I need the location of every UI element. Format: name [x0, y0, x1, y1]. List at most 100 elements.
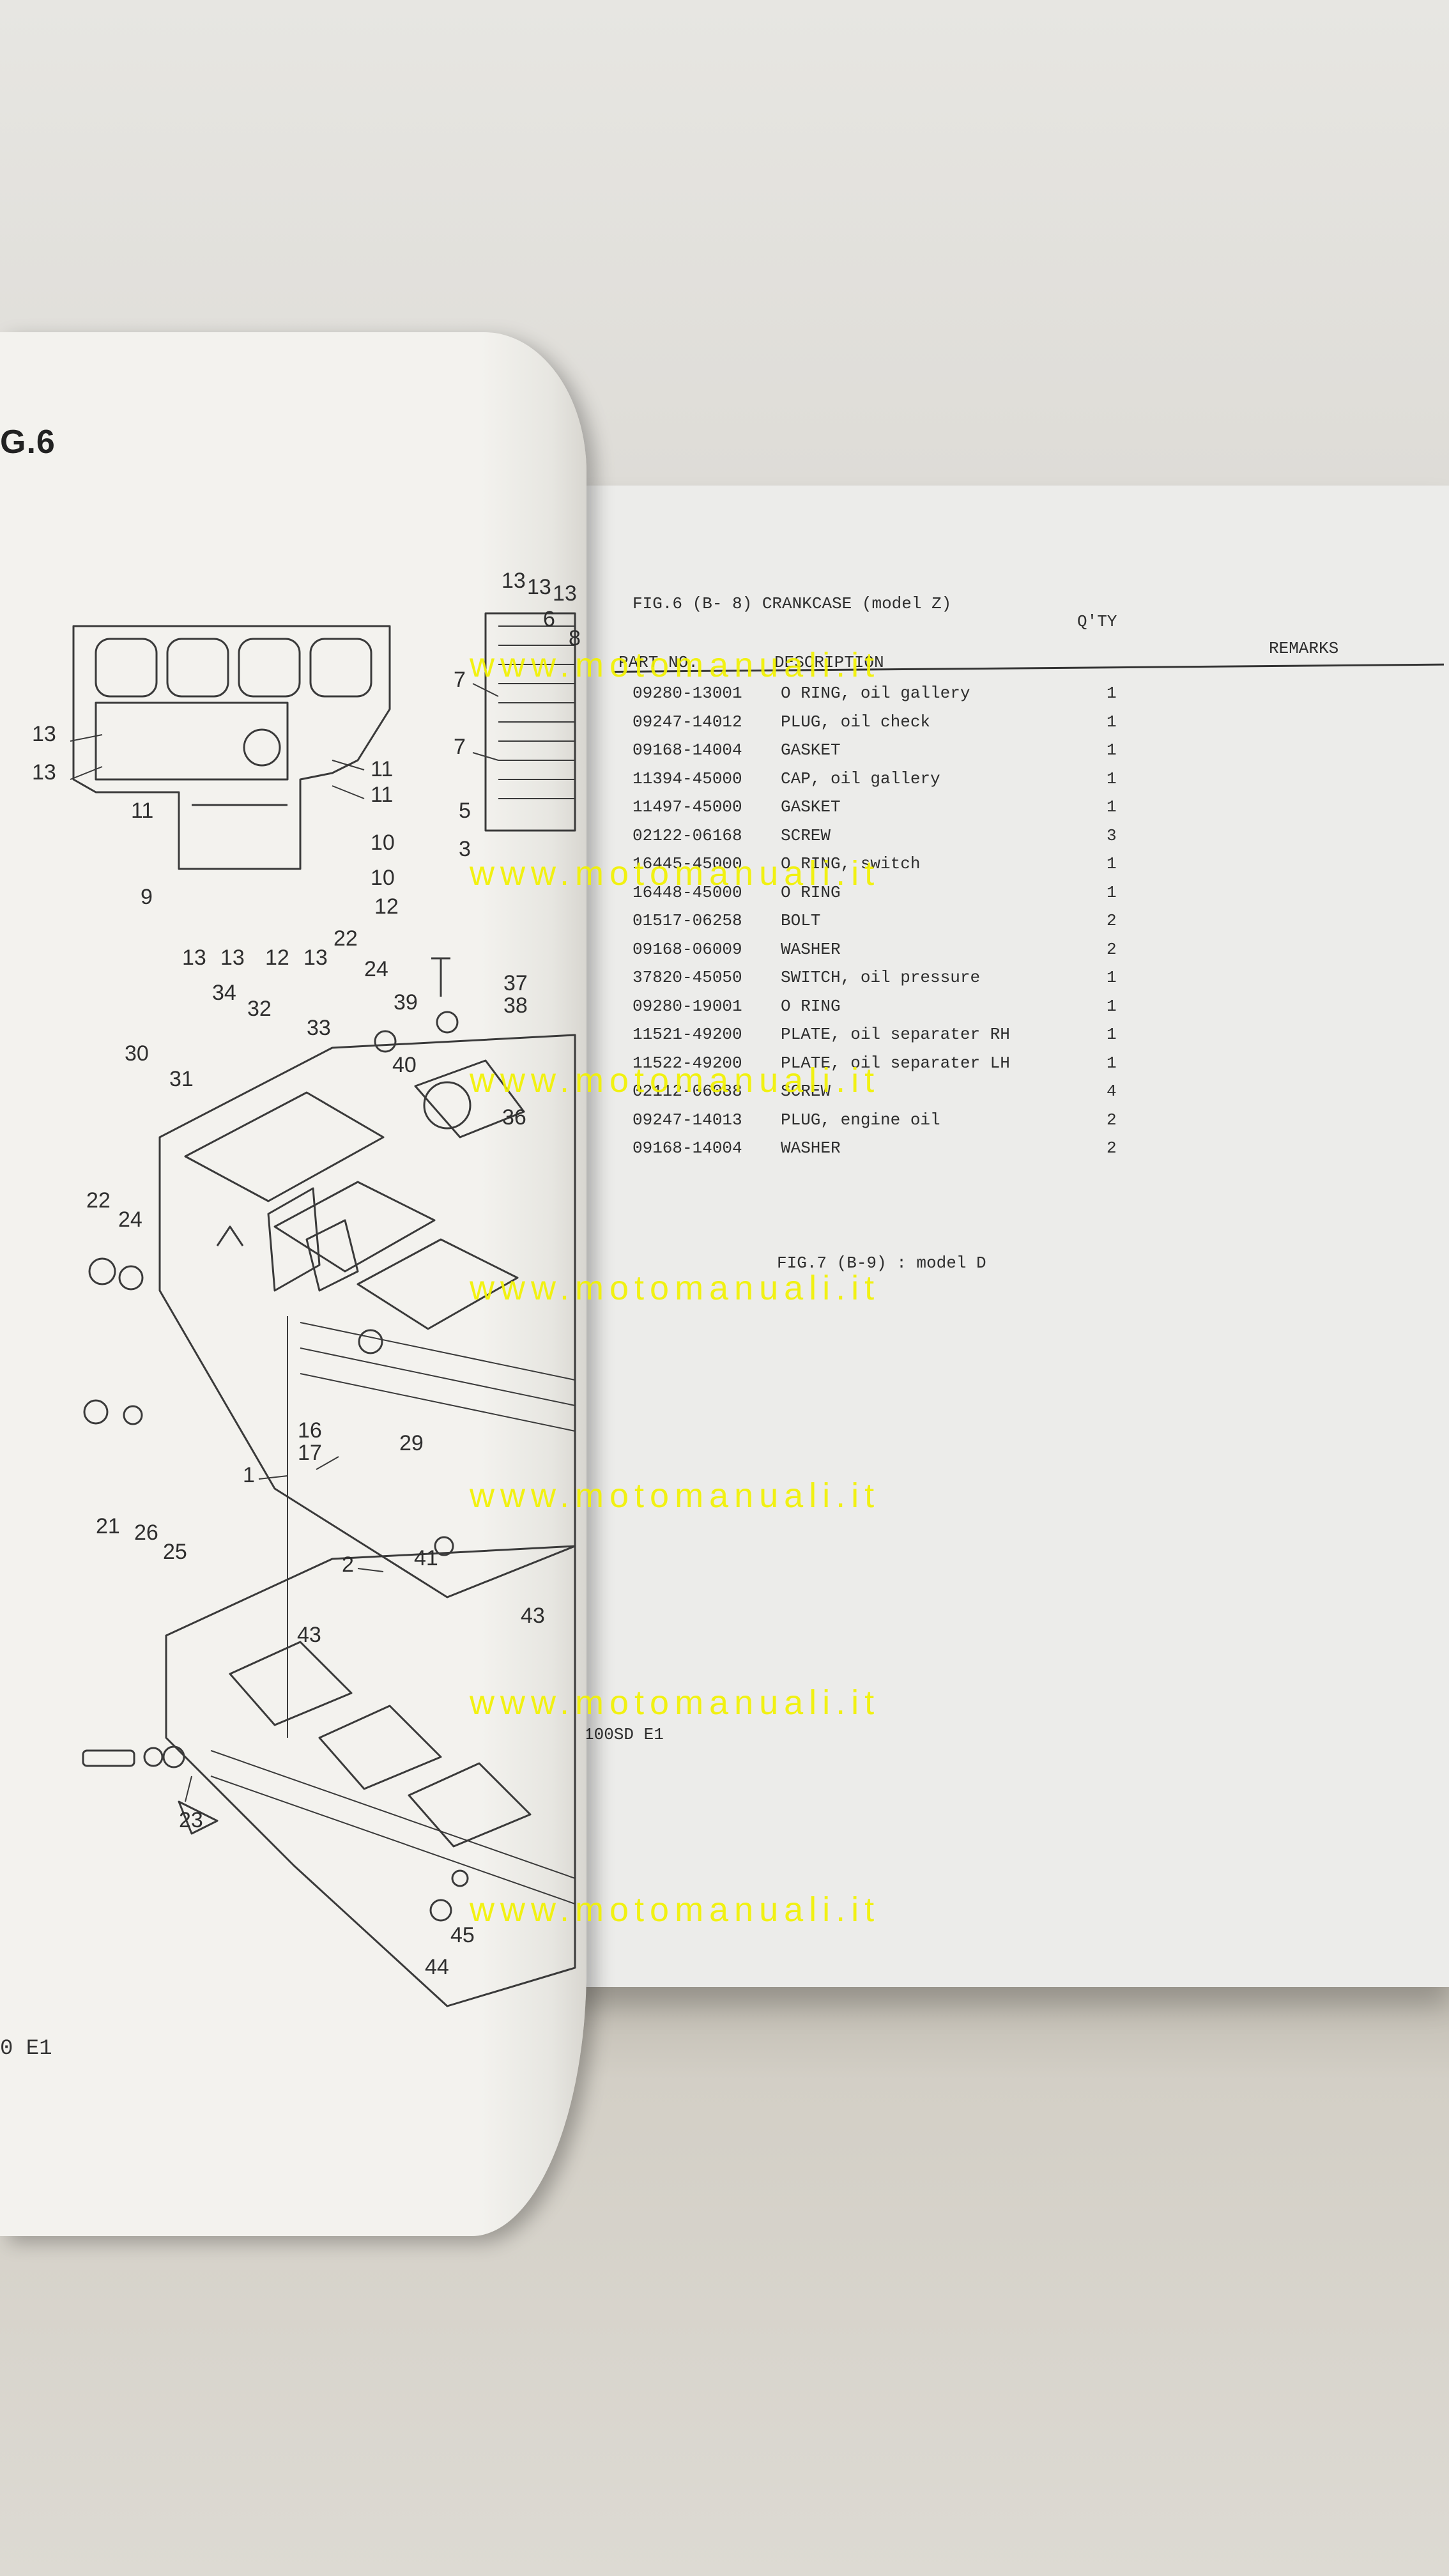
- part-number: 37820-45050: [632, 968, 742, 987]
- svg-text:29: 29: [399, 1431, 424, 1455]
- remarks-column-header: REMARKS: [1269, 639, 1339, 658]
- part-qty: 1: [1107, 684, 1117, 703]
- svg-text:40: 40: [392, 1053, 417, 1077]
- right-page: [575, 486, 1449, 1987]
- svg-text:22: 22: [334, 926, 358, 951]
- svg-text:26: 26: [134, 1521, 158, 1545]
- watermark-text: www.motomanuali.it: [470, 646, 880, 684]
- part-number: 16445-45000: [632, 854, 742, 873]
- part-qty: 1: [1107, 740, 1117, 760]
- svg-text:11: 11: [371, 783, 393, 807]
- svg-text:12: 12: [374, 894, 399, 919]
- part-qty: 1: [1107, 854, 1117, 873]
- svg-text:7: 7: [454, 668, 466, 692]
- svg-text:30: 30: [125, 1041, 149, 1066]
- model-label: 0 E1: [0, 2037, 52, 2061]
- svg-text:16: 16: [298, 1418, 322, 1443]
- table-row: 09168-14004 WASHER 2: [632, 1138, 1449, 1167]
- svg-text:24: 24: [118, 1208, 142, 1232]
- part-number: 11394-45000: [632, 769, 742, 788]
- part-qty: 1: [1107, 712, 1117, 732]
- part-qty: 1: [1107, 769, 1117, 788]
- part-qty: 2: [1107, 1110, 1117, 1130]
- part-description: BOLT: [781, 911, 821, 930]
- part-description: SCREW: [781, 1082, 831, 1101]
- part-number: 09168-14004: [632, 1138, 742, 1158]
- table-row: 02122-06168 SCREW 3: [632, 826, 1449, 855]
- svg-text:23: 23: [179, 1808, 203, 1832]
- part-description: O RING, switch: [781, 854, 921, 873]
- svg-text:6: 6: [543, 607, 555, 631]
- svg-text:36: 36: [502, 1105, 526, 1130]
- svg-text:13: 13: [502, 569, 526, 593]
- part-qty: 2: [1107, 911, 1117, 930]
- part-qty: 4: [1107, 1082, 1117, 1101]
- svg-text:13: 13: [527, 575, 551, 599]
- svg-text:8: 8: [569, 626, 581, 650]
- part-qty: 2: [1107, 939, 1117, 959]
- table-row: 09168-06009 WASHER 2: [632, 940, 1449, 969]
- svg-text:25: 25: [163, 1540, 187, 1564]
- part-description: GASKET: [781, 740, 841, 760]
- part-number: 02112-06088: [632, 1082, 742, 1101]
- part-qty: 1: [1107, 797, 1117, 816]
- part-number: 09247-14013: [632, 1110, 742, 1130]
- svg-text:33: 33: [307, 1016, 331, 1040]
- part-description: WASHER: [781, 1138, 841, 1158]
- part-number: 09280-13001: [632, 684, 742, 703]
- svg-text:43: 43: [297, 1623, 321, 1647]
- part-qty: 1: [1107, 1025, 1117, 1044]
- part-number: 11522-49200: [632, 1053, 742, 1073]
- part-description: PLUG, oil check: [781, 712, 931, 732]
- watermark-text: www.motomanuali.it: [470, 1061, 880, 1100]
- part-description: GASKET: [781, 797, 841, 816]
- part-number: 01517-06258: [632, 911, 742, 930]
- svg-text:37: 37: [503, 971, 528, 995]
- svg-text:13: 13: [32, 722, 56, 746]
- part-qty: 1: [1107, 1053, 1117, 1073]
- watermark-text: www.motomanuali.it: [470, 1890, 880, 1929]
- part-number: 09280-19001: [632, 996, 742, 1016]
- svg-text:34: 34: [212, 981, 236, 1005]
- svg-text:13: 13: [303, 946, 328, 970]
- svg-text:3: 3: [459, 837, 471, 861]
- part-number: 09247-14012: [632, 712, 742, 732]
- part-description: O RING: [781, 882, 841, 902]
- svg-text:10: 10: [371, 831, 395, 855]
- svg-text:44: 44: [425, 1955, 449, 1979]
- part-number: 09168-06009: [632, 939, 742, 959]
- svg-text:32: 32: [247, 997, 272, 1021]
- part-description: WASHER: [781, 939, 841, 959]
- figure-label: G.6: [0, 424, 56, 461]
- part-number: 02122-06168: [632, 825, 742, 845]
- svg-text:12: 12: [265, 946, 289, 970]
- svg-text:21: 21: [96, 1514, 120, 1538]
- svg-text:2: 2: [342, 1552, 354, 1577]
- table-row: 02112-06088 SCREW 4: [632, 1082, 1449, 1110]
- part-number: 09168-14004: [632, 740, 742, 760]
- part-number: 11521-49200: [632, 1025, 742, 1044]
- table-row: 09247-14012 PLUG, oil check 1: [632, 712, 1449, 741]
- svg-text:9: 9: [141, 885, 153, 909]
- part-description: SCREW: [781, 825, 831, 845]
- svg-text:10: 10: [371, 866, 395, 890]
- svg-text:41: 41: [414, 1546, 438, 1570]
- part-qty: 3: [1107, 825, 1117, 845]
- part-qty: 2: [1107, 1138, 1117, 1158]
- part-number: 11497-45000: [632, 797, 742, 816]
- svg-text:1: 1: [243, 1463, 255, 1487]
- page-code: 100SD E1: [584, 1725, 664, 1744]
- svg-text:5: 5: [459, 799, 471, 823]
- svg-text:24: 24: [364, 957, 388, 981]
- part-no-column-header: PART NO.: [618, 653, 698, 672]
- part-number: 16448-45000: [632, 882, 742, 902]
